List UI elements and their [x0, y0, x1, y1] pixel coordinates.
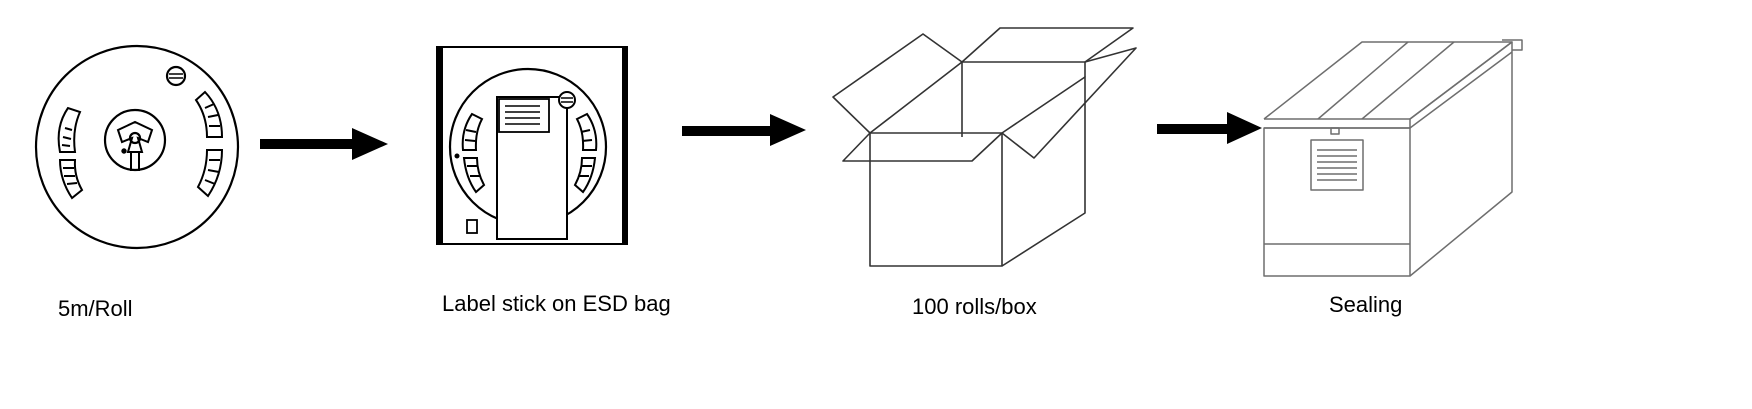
arrow-3-icon	[1157, 112, 1262, 144]
sealed-box-icon	[1263, 39, 1523, 277]
arrow-2-icon	[682, 114, 806, 146]
open-box-icon	[832, 27, 1137, 267]
reel-window-left-bottom	[58, 159, 84, 200]
reel-window-left-top	[57, 106, 82, 153]
step-4-caption: Sealing	[1329, 292, 1403, 317]
reel-window-right-top	[194, 90, 224, 138]
reel-window-right-bottom	[196, 149, 224, 198]
arrow-1-icon	[260, 128, 388, 160]
step-2-caption: Label stick on ESD bag	[442, 291, 671, 316]
step-1-caption: 5m/Roll	[58, 296, 133, 321]
step-3-caption: 100 rolls/box	[912, 294, 1037, 319]
reel-icon	[34, 44, 240, 250]
esd-bag-icon	[436, 46, 628, 245]
